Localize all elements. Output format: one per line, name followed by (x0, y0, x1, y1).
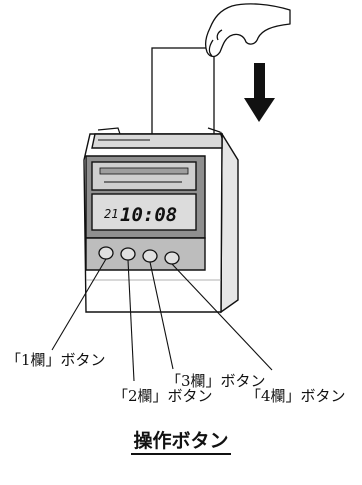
button-3-label: 「3欄」ボタン (166, 372, 266, 390)
button-3[interactable] (142, 249, 158, 263)
button-2-label: 「2欄」ボタン (113, 387, 213, 405)
display-day: 21 (104, 207, 118, 221)
button-4[interactable] (164, 251, 180, 265)
leader-line-2 (127, 259, 135, 382)
caption-text: 操作ボタン (131, 430, 231, 455)
hand-icon (204, 3, 291, 58)
leader-line-1 (51, 258, 107, 351)
time-card (151, 47, 215, 149)
caption: 操作ボタン (0, 426, 362, 455)
leader-line-3 (149, 261, 174, 370)
button-1[interactable] (98, 246, 114, 260)
button-1-label: 「1欄」ボタン (6, 351, 106, 369)
button-4-label: 「4欄」ボタン (246, 387, 346, 405)
display-time: 10:08 (120, 204, 177, 226)
time-clock-body (83, 127, 239, 314)
arrow-down-icon (244, 63, 275, 122)
leader-line-4 (171, 263, 273, 371)
button-2[interactable] (120, 247, 136, 261)
